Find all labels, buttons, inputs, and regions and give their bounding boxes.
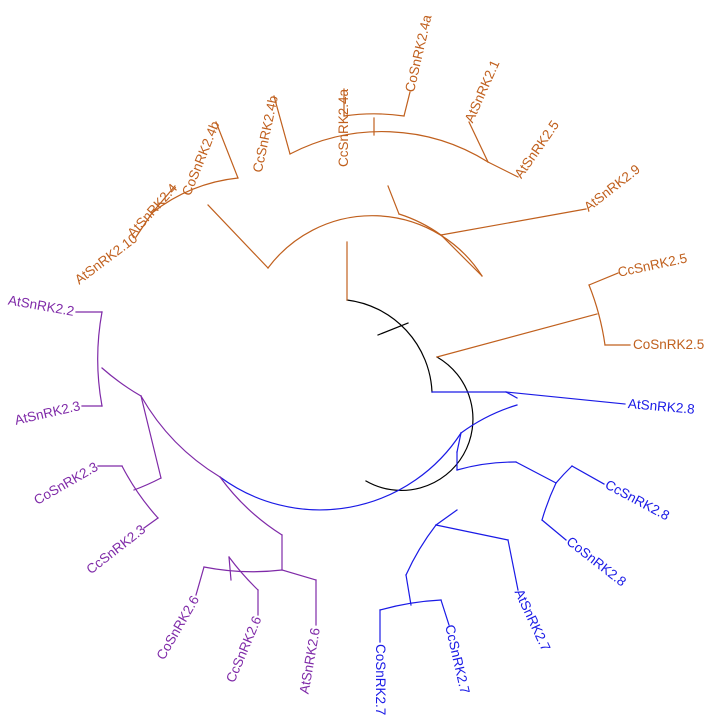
leaf-label: AtSnRK2.1 xyxy=(462,58,503,125)
branch-arc xyxy=(140,395,221,478)
branch xyxy=(505,391,626,405)
branch xyxy=(195,566,205,596)
leaf-label: AtSnRK2.3 xyxy=(13,398,81,428)
branch-arc xyxy=(555,465,573,484)
leaf-label: CcSnRK2.6 xyxy=(223,614,264,685)
leaf-label: CoSnRK2.4a xyxy=(402,13,434,94)
branch xyxy=(435,524,509,541)
branch xyxy=(273,95,291,155)
branch xyxy=(507,539,519,591)
leaf-labels: AtSnRK2.10 AtSnRK2.4 CoSnRK2.4b CcSnRK2.… xyxy=(7,13,704,715)
branch xyxy=(487,161,519,178)
root-branches xyxy=(346,299,474,492)
branch-arc xyxy=(203,566,283,573)
branch-arc xyxy=(219,476,283,536)
branch xyxy=(468,121,489,163)
leaf-label: AtSnRK2.10 xyxy=(72,231,140,288)
clade-orange xyxy=(135,88,631,358)
branch xyxy=(456,432,462,453)
leaf-label: CoSnRK2.7 xyxy=(373,644,388,715)
branch-arc xyxy=(267,215,483,277)
branch-arc xyxy=(97,311,103,407)
branch xyxy=(435,509,458,526)
leaf-label: AtSnRK2.9 xyxy=(581,162,643,215)
branch xyxy=(140,395,162,479)
branch xyxy=(403,91,411,117)
branch xyxy=(135,212,153,238)
branch xyxy=(387,185,400,215)
branch-arc xyxy=(289,131,489,163)
leaf-label: CcSnRK2.4b xyxy=(250,94,281,173)
branch-arc xyxy=(101,367,142,397)
branch xyxy=(215,121,239,179)
branch-arc xyxy=(343,113,405,117)
leaf-label: AtSnRK2.5 xyxy=(511,118,562,181)
branch-arc xyxy=(588,284,606,346)
branch xyxy=(571,465,605,485)
leaf-label: AtSnRK2.7 xyxy=(512,587,554,654)
clade-blue xyxy=(219,391,626,643)
clade-purple xyxy=(75,311,317,626)
root-arc xyxy=(346,299,433,393)
branch xyxy=(228,556,232,581)
branch-arc xyxy=(398,213,442,236)
branch-arc xyxy=(228,556,259,591)
branch xyxy=(143,517,159,529)
branch xyxy=(440,599,450,626)
leaf-label: CcSnRK2.5 xyxy=(616,251,688,280)
leaf-label: CcSnRK2.4a xyxy=(336,89,351,168)
branch-arc xyxy=(541,482,557,521)
branch xyxy=(207,204,269,269)
root-stub xyxy=(377,322,409,336)
leaf-label: AtSnRK2.8 xyxy=(627,396,695,417)
branch-arc xyxy=(133,477,162,491)
leaf-label: CcSnRK2.8 xyxy=(603,477,672,523)
branch-arc xyxy=(456,461,517,471)
leaf-label: CcSnRK2.3 xyxy=(83,522,148,577)
branch-arc xyxy=(151,177,239,214)
leaf-label: CoSnRK2.6 xyxy=(153,593,202,662)
branch-arc xyxy=(219,432,462,511)
branch xyxy=(588,272,619,286)
leaf-label: AtSnRK2.6 xyxy=(297,627,323,695)
root-arc-lower xyxy=(365,356,474,492)
branch xyxy=(541,519,567,541)
branch xyxy=(515,461,557,484)
branch xyxy=(281,569,317,581)
branch xyxy=(151,185,176,214)
leaf-label: AtSnRK2.4 xyxy=(124,180,180,240)
branch xyxy=(405,574,412,606)
leaf-label: CoSnRK2.5 xyxy=(633,337,704,352)
branch-arc xyxy=(460,404,518,434)
branch-arc xyxy=(121,465,159,519)
leaf-label: CoSnRK2.3 xyxy=(31,459,100,508)
branch xyxy=(440,208,587,236)
leaf-label: CoSnRK2.8 xyxy=(564,534,629,590)
branch-arc xyxy=(405,524,437,576)
leaf-label: CcSnRK2.7 xyxy=(442,623,472,695)
leaf-label: AtSnRK2.2 xyxy=(7,293,75,319)
branch xyxy=(436,313,598,358)
branch xyxy=(440,234,483,277)
